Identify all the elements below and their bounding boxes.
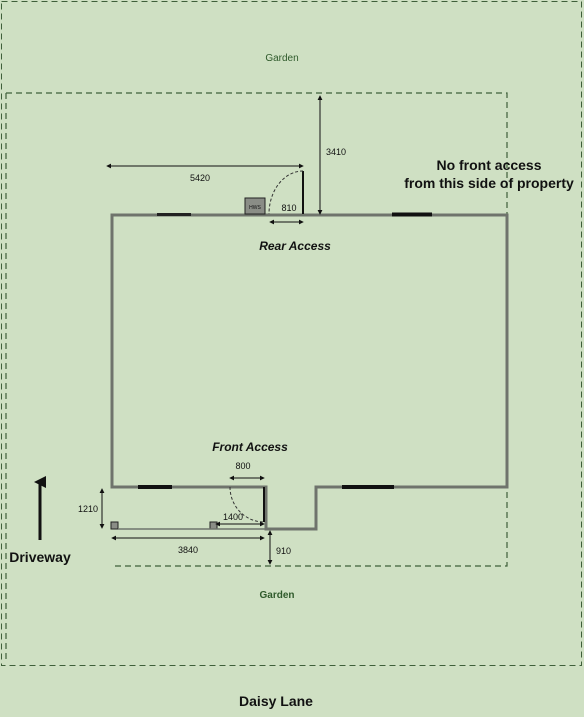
post-right bbox=[209, 521, 218, 530]
front-access-label: Front Access bbox=[212, 440, 288, 454]
dim-rear-setback: 3410 bbox=[326, 147, 346, 157]
rear-access-label: Rear Access bbox=[259, 239, 331, 253]
window-rear-left bbox=[157, 213, 191, 216]
house-walls bbox=[110, 213, 509, 531]
hws-unit bbox=[244, 197, 266, 215]
window-front-left bbox=[138, 485, 172, 489]
property-boundary bbox=[1, 1, 582, 666]
rear-door-swing bbox=[268, 170, 304, 215]
dim-front-offset: 1400 bbox=[223, 512, 243, 522]
window-rear-right bbox=[392, 212, 432, 217]
post-left bbox=[110, 521, 119, 530]
garden-top-label: Garden bbox=[265, 53, 298, 64]
no-front-access-line1: No front access bbox=[436, 157, 541, 173]
street-label: Daisy Lane bbox=[239, 693, 313, 709]
dim-rear-offset: 5420 bbox=[190, 173, 210, 183]
garden-bottom-label: Garden bbox=[259, 590, 294, 601]
driveway-label: Driveway bbox=[9, 549, 71, 565]
dim-front-length: 3840 bbox=[178, 545, 198, 555]
hws-label: HWS bbox=[249, 205, 261, 211]
inner-boundary bbox=[6, 92, 508, 567]
front-door-swing bbox=[229, 486, 265, 523]
dim-rear-door: 810 bbox=[281, 203, 296, 213]
dim-front-depth: 1210 bbox=[78, 504, 98, 514]
dim-front-door: 800 bbox=[235, 461, 250, 471]
no-front-access-line2: from this side of property bbox=[404, 175, 574, 191]
dim-front-setback: 910 bbox=[276, 546, 291, 556]
window-front-right bbox=[342, 485, 394, 489]
